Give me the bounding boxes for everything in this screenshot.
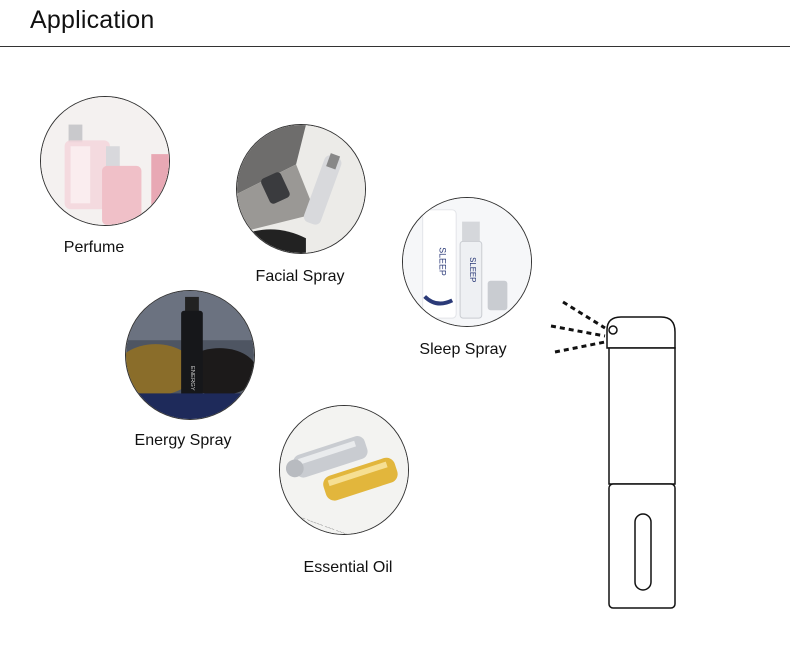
facial-spray-icon	[237, 125, 365, 253]
energy-spray-icon: ENERGY	[126, 291, 254, 419]
perfume-label: Perfume	[63, 239, 125, 256]
sleep-spray-image: SLEEP SLEEP	[402, 197, 532, 327]
svg-text:SLEEP: SLEEP	[468, 257, 477, 282]
essential-oil-icon: ~~~~ ~~~~~ ~~~ ~~~~~	[280, 406, 408, 534]
energy-spray-label: Energy Spray	[134, 432, 232, 449]
spray-mist-icon	[550, 300, 606, 354]
energy-spray-image: ENERGY	[125, 290, 255, 420]
facial-spray-image	[236, 124, 366, 254]
sleep-spray-label: Sleep Spray	[419, 341, 507, 358]
header-divider	[0, 46, 790, 47]
facial-spray-label: Facial Spray	[255, 268, 345, 285]
essential-oil-image: ~~~~ ~~~~~ ~~~ ~~~~~	[279, 405, 409, 535]
essential-oil-label: Essential Oil	[303, 559, 393, 576]
perfume-bottle-icon	[41, 97, 169, 225]
sleep-spray-icon: SLEEP SLEEP	[403, 198, 531, 326]
page-title: Application	[30, 6, 155, 34]
perfume-image	[40, 96, 170, 226]
svg-text:SLEEP: SLEEP	[437, 247, 447, 276]
spray-bottle-outline-icon	[550, 300, 676, 609]
svg-text:ENERGY: ENERGY	[189, 366, 195, 391]
